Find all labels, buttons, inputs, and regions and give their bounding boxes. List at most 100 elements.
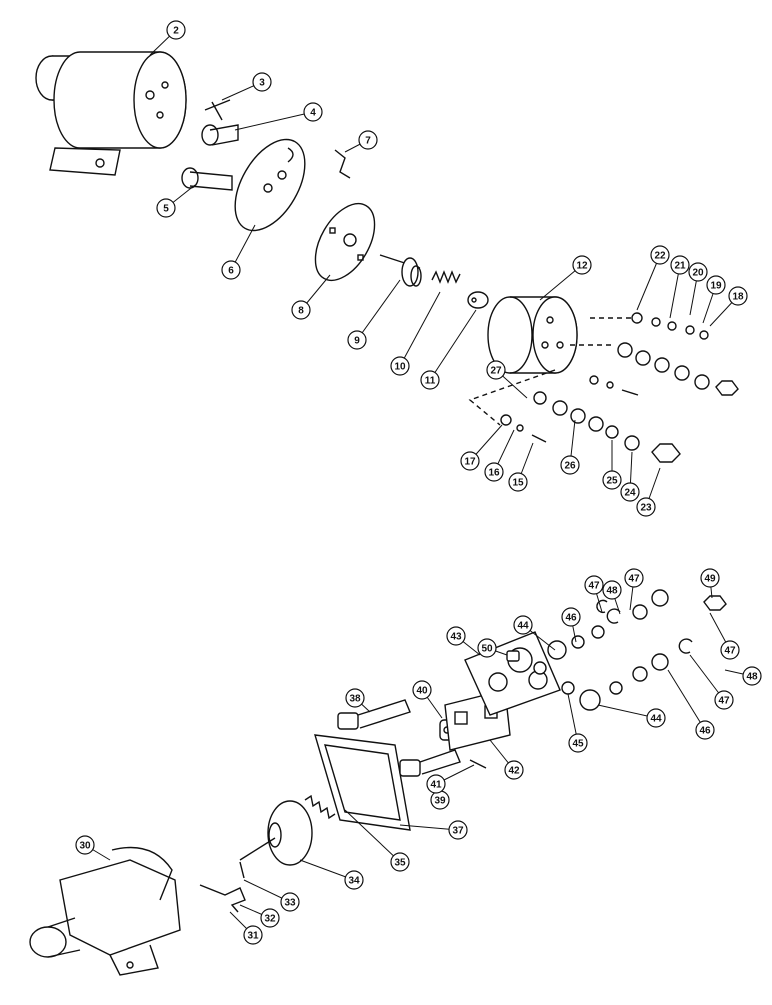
callout-circle xyxy=(728,286,748,306)
part-screw-41 xyxy=(469,759,487,769)
part-cover-12 xyxy=(487,296,578,374)
callout-16: 16 xyxy=(484,462,504,482)
part-spring-10 xyxy=(431,270,461,284)
callout-label: 3 xyxy=(259,78,265,89)
callout-46: 46 xyxy=(561,607,581,627)
callout-label: 34 xyxy=(348,876,360,887)
callout-label: 25 xyxy=(606,476,618,487)
callout-21: 21 xyxy=(670,255,690,275)
callout-label: 9 xyxy=(354,336,360,347)
callout-circle xyxy=(347,330,367,350)
callout-label: 6 xyxy=(228,266,234,277)
part-plate-6 xyxy=(234,138,306,232)
callout-8: 8 xyxy=(291,300,311,320)
callout-label: 7 xyxy=(365,136,371,147)
callout-circle xyxy=(695,720,715,740)
callout-19: 19 xyxy=(706,275,726,295)
part-clip-7 xyxy=(334,149,351,179)
callout-label: 47 xyxy=(588,581,600,592)
callout-circle xyxy=(345,688,365,708)
leader-line-46 xyxy=(667,669,706,731)
callout-circle xyxy=(561,607,581,627)
callout-circle xyxy=(572,255,592,275)
callout-44: 44 xyxy=(513,615,533,635)
callout-label: 48 xyxy=(606,586,618,597)
callout-label: 5 xyxy=(163,204,169,215)
part-clip-31-32 xyxy=(199,884,246,913)
callout-label: 39 xyxy=(434,796,446,807)
callout-12: 12 xyxy=(572,255,592,275)
callout-35: 35 xyxy=(390,852,410,872)
callout-label: 19 xyxy=(710,281,722,292)
callout-circle xyxy=(508,472,528,492)
callout-37: 37 xyxy=(448,820,468,840)
callout-label: 18 xyxy=(732,292,744,303)
callout-label: 44 xyxy=(517,621,529,632)
callout-label: 38 xyxy=(349,694,361,705)
callout-20: 20 xyxy=(688,262,708,282)
callout-26: 26 xyxy=(560,455,580,475)
callout-2: 2 xyxy=(166,20,186,40)
callout-circle xyxy=(688,262,708,282)
callout-circle xyxy=(584,575,604,595)
callout-47: 47 xyxy=(714,690,734,710)
part-plunger-9 xyxy=(379,254,422,287)
callout-circle xyxy=(646,708,666,728)
callout-22: 22 xyxy=(650,245,670,265)
callout-circle xyxy=(486,360,506,380)
callout-circle xyxy=(568,733,588,753)
callout-41: 41 xyxy=(426,774,446,794)
callout-circle xyxy=(412,680,432,700)
callout-circle xyxy=(624,568,644,588)
callout-label: 47 xyxy=(724,646,736,657)
part-solenoid-body-30 xyxy=(29,846,181,976)
callout-24: 24 xyxy=(620,482,640,502)
callout-label: 47 xyxy=(628,574,640,585)
callout-circle xyxy=(484,462,504,482)
callout-label: 12 xyxy=(576,261,588,272)
callout-label: 33 xyxy=(284,898,296,909)
callout-circle xyxy=(620,482,640,502)
callout-10: 10 xyxy=(390,356,410,376)
part-gasket-37 xyxy=(314,734,411,831)
callout-circle xyxy=(426,774,446,794)
callout-label: 32 xyxy=(264,914,276,925)
leader-line-35 xyxy=(344,809,401,863)
callout-circle xyxy=(670,255,690,275)
callout-circle xyxy=(513,615,533,635)
callout-label: 26 xyxy=(564,461,576,472)
callout-label: 16 xyxy=(488,468,500,479)
callout-7: 7 xyxy=(358,130,378,150)
callout-circle xyxy=(720,640,740,660)
callout-label: 20 xyxy=(692,268,704,279)
callout-label: 8 xyxy=(298,306,304,317)
callout-label: 46 xyxy=(565,613,577,624)
callout-circle xyxy=(650,245,670,265)
callout-label: 4 xyxy=(310,108,316,119)
part-bolt-39 xyxy=(399,749,461,777)
hardware-row-lower xyxy=(500,391,681,463)
callout-46: 46 xyxy=(695,720,715,740)
callout-circle xyxy=(460,451,480,471)
leader-lines xyxy=(84,29,753,936)
callout-circle xyxy=(742,666,762,686)
callout-47: 47 xyxy=(720,640,740,660)
callout-30: 30 xyxy=(75,835,95,855)
callout-circle xyxy=(700,568,720,588)
leader-line-4 xyxy=(234,111,314,131)
callout-label: 31 xyxy=(247,931,259,942)
callout-15: 15 xyxy=(508,472,528,492)
callout-label: 44 xyxy=(650,714,662,725)
part-bolt-5 xyxy=(181,167,233,191)
callout-circle xyxy=(166,20,186,40)
callout-5: 5 xyxy=(156,198,176,218)
callout-circle xyxy=(75,835,95,855)
callout-9: 9 xyxy=(347,330,367,350)
callout-label: 22 xyxy=(654,251,666,262)
callout-label: 43 xyxy=(450,632,462,643)
callout-circle xyxy=(636,497,656,517)
callout-31: 31 xyxy=(243,925,263,945)
callout-25: 25 xyxy=(602,470,622,490)
